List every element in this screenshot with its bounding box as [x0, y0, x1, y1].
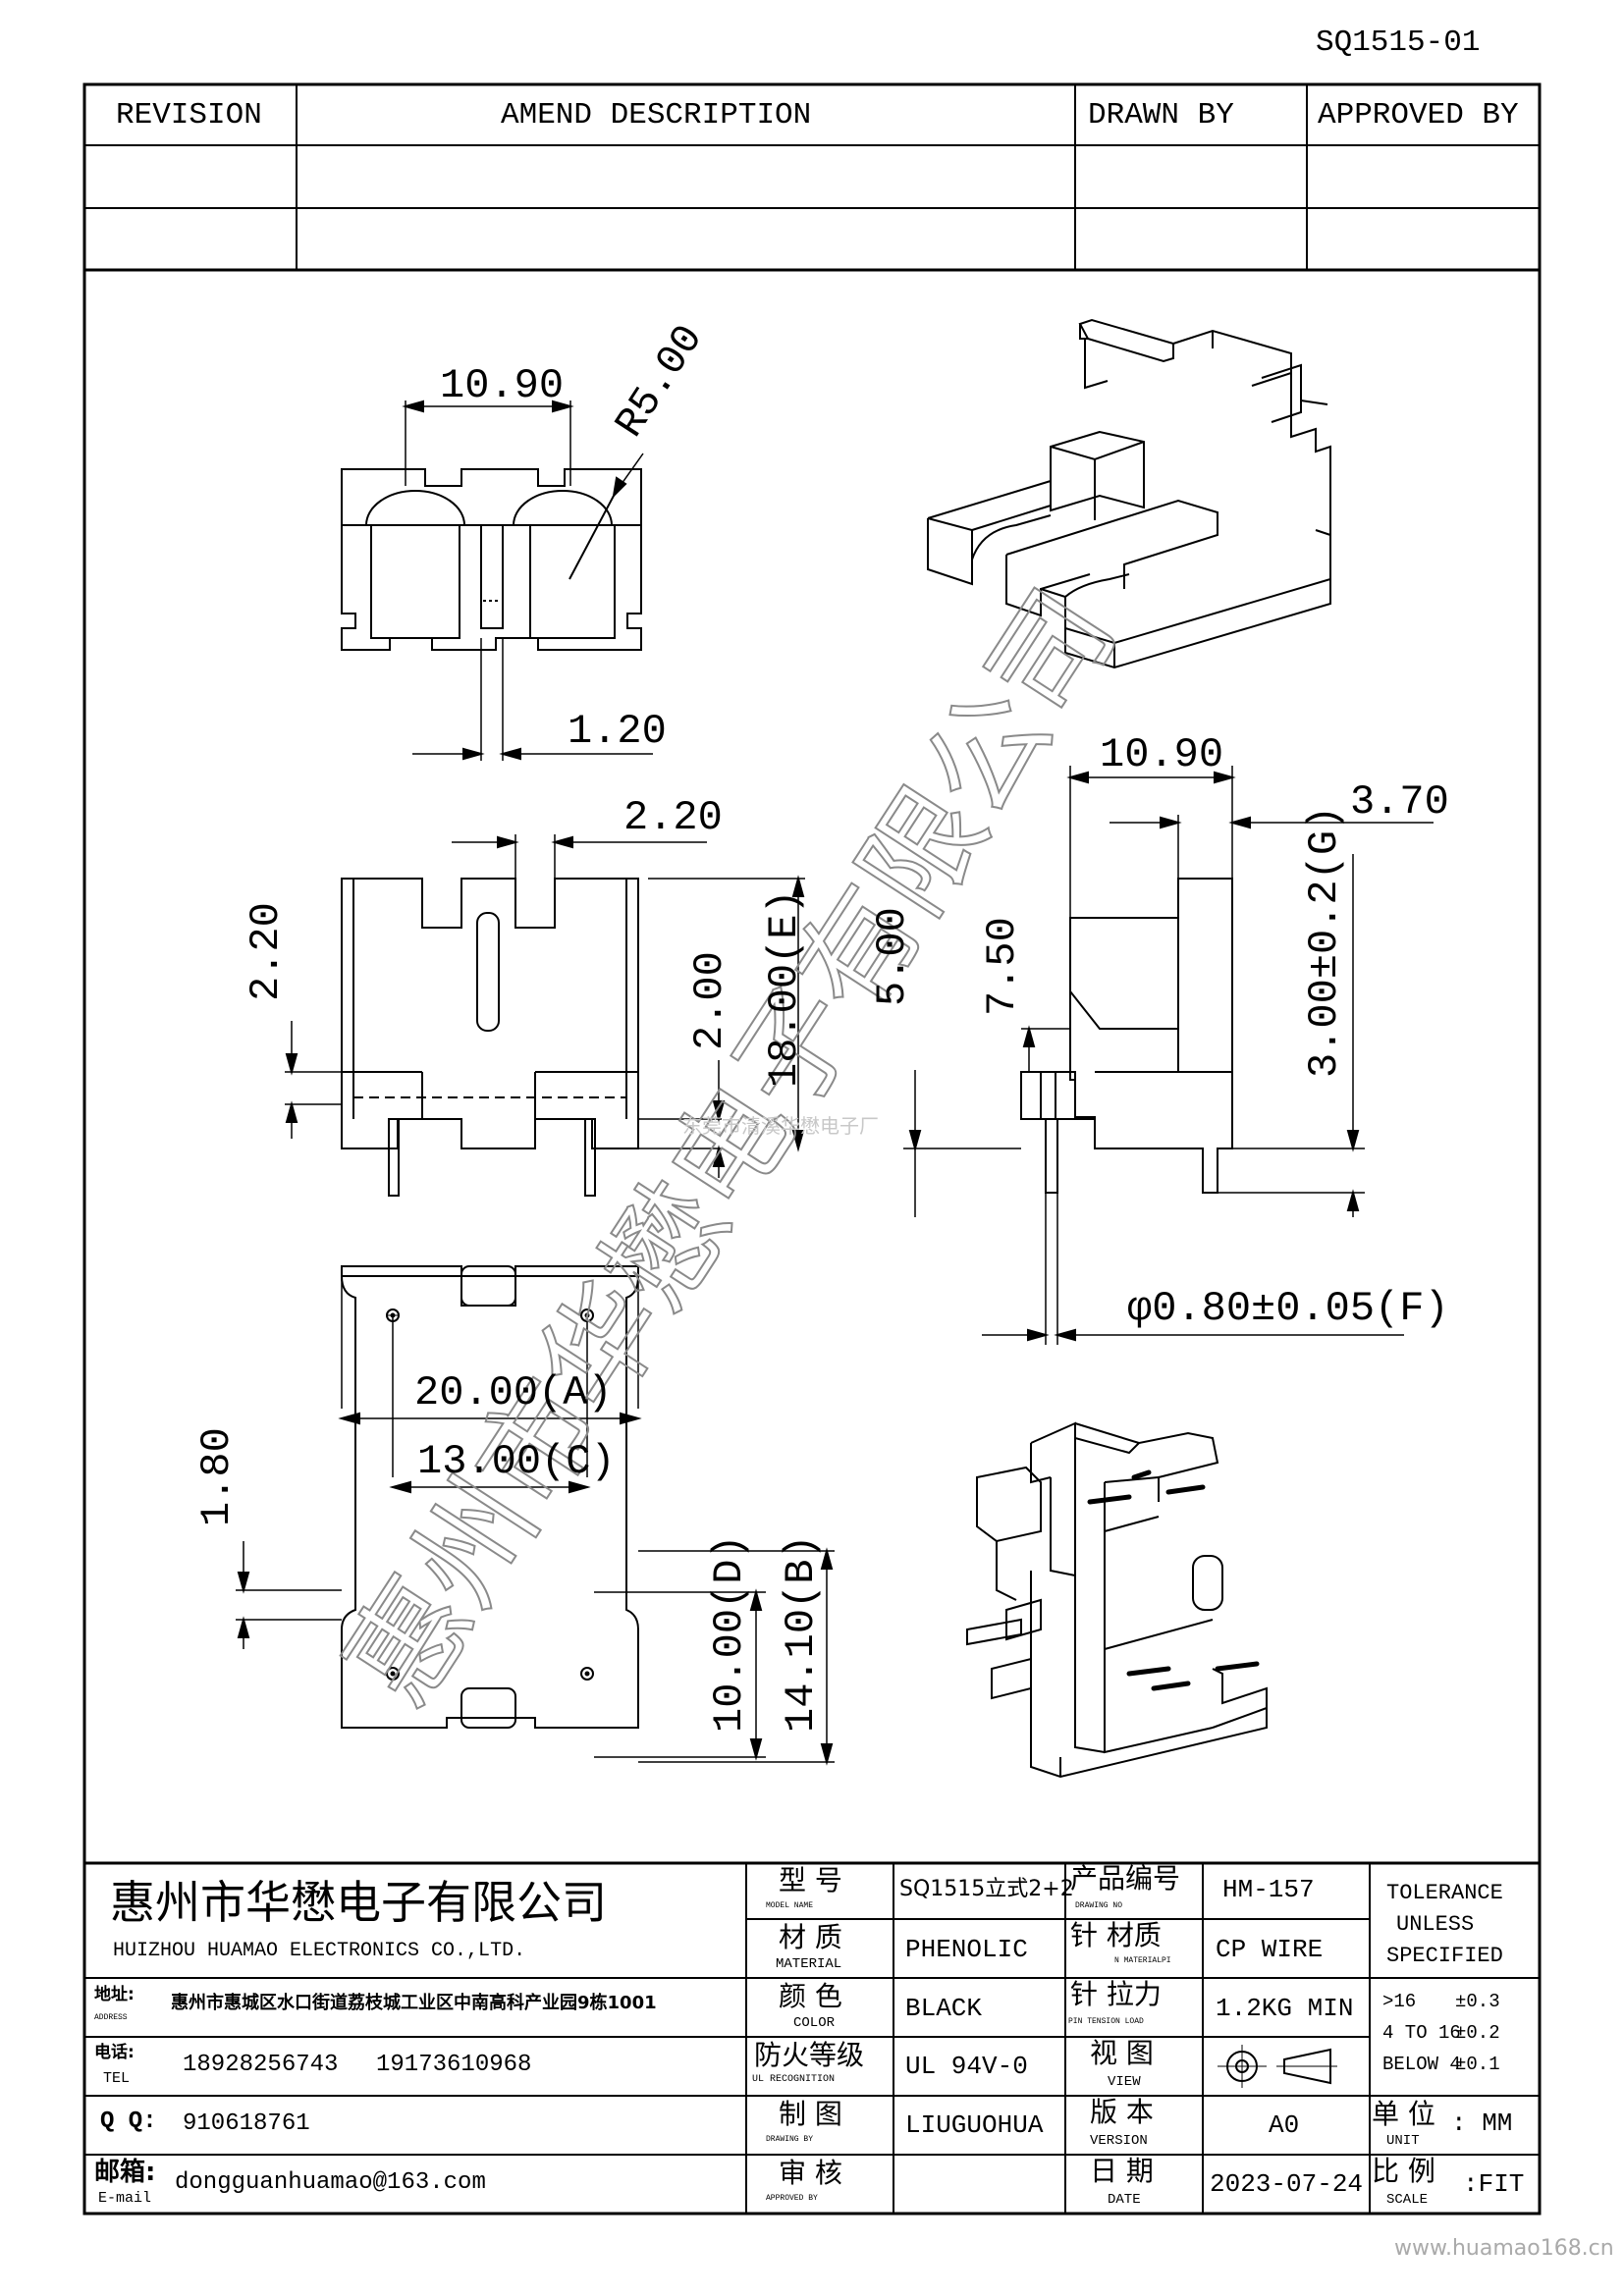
- dim-front-top-gap: 2.20: [623, 794, 723, 841]
- company-name-en: HUIZHOU HUAMAO ELECTRONICS CO.,LTD.: [113, 1940, 526, 1962]
- drawn-value: LIUGUOHUA: [905, 2110, 1044, 2140]
- drawn-label: 制 图: [779, 2098, 842, 2130]
- top-view: [341, 400, 653, 761]
- version-label: 版 本: [1090, 2096, 1154, 2128]
- drawn-label-en: DRAWING BY: [766, 2135, 814, 2144]
- tol-row3-range: BELOW 4: [1382, 2054, 1461, 2075]
- unit-label: 单 位: [1372, 2098, 1435, 2130]
- tol-row1-value: ±0.3: [1455, 1991, 1500, 2012]
- pin-material-value: CP WIRE: [1216, 1935, 1324, 1964]
- dim-bottom-pitch: 13.00(C): [417, 1438, 616, 1485]
- unit-value: : MM: [1451, 2109, 1513, 2138]
- tol-row2-range: 4 TO 16: [1382, 2022, 1461, 2044]
- dim-side-step: 7.50: [979, 917, 1026, 1016]
- pin-material-label: 针 材质: [1070, 1919, 1162, 1951]
- color-value: BLACK: [905, 1994, 983, 2023]
- view-label-en: VIEW: [1108, 2074, 1141, 2090]
- pin-material-label-en: N MATERIALPI: [1114, 1956, 1171, 1965]
- dim-front-height: 18.00(E): [761, 889, 808, 1088]
- dim-side-height: 5.00: [869, 907, 916, 1006]
- email-label: 邮箱:: [94, 2158, 156, 2187]
- product-no-label-en: DRAWING NO: [1075, 1901, 1123, 1910]
- tel-label-en: TEL: [103, 2070, 131, 2087]
- tel-value-2: 19173610968: [376, 2052, 532, 2078]
- watermark-url: www.huamao168.cn: [1394, 2236, 1614, 2261]
- pin-tension-label-en: PIN TENSION LOAD: [1068, 2017, 1144, 2026]
- fire-value: UL 94V-0: [905, 2052, 1028, 2081]
- tolerance-line-3: SPECIFIED: [1386, 1944, 1503, 1968]
- rev-header-revision: REVISION: [116, 98, 262, 133]
- dim-bottom-width: 20.00(A): [414, 1369, 613, 1416]
- color-label: 颜 色: [779, 1980, 842, 2012]
- check-label: 审 核: [779, 2157, 842, 2189]
- scale-label-en: SCALE: [1386, 2192, 1429, 2208]
- doc-number: SQ1515-01: [1316, 26, 1481, 60]
- material-value: PHENOLIC: [905, 1935, 1028, 1964]
- dim-side-width: 10.90: [1100, 731, 1224, 778]
- dim-side-pin: 3.00±0.2(G): [1301, 805, 1348, 1078]
- dim-bottom-pin-row: 10.00(D): [706, 1534, 753, 1733]
- color-label-en: COLOR: [793, 2015, 836, 2031]
- address-value: 惠州市惠城区水口街道荔枝城工业区中南高科产业园9栋1001: [171, 1993, 657, 2013]
- tel-label: 电话:: [94, 2043, 135, 2062]
- bottom-view: [236, 1265, 835, 1766]
- dim-bottom-depth: 14.10(B): [778, 1534, 825, 1733]
- qq-value: 910618761: [183, 2110, 310, 2137]
- company-name-cn: 惠州市华懋电子有限公司: [110, 1876, 607, 1929]
- model-value: SQ1515立式2+2: [899, 1877, 1074, 1901]
- pin-tension-value: 1.2KG MIN: [1216, 1994, 1354, 2023]
- dim-front-left-height: 2.20: [243, 902, 290, 1001]
- qq-label: Q Q:: [100, 2109, 157, 2135]
- dim-front-base: 2.00: [686, 951, 733, 1050]
- dim-top-width: 10.90: [440, 362, 565, 409]
- material-label-en: MATERIAL: [776, 1956, 842, 1972]
- side-view: [903, 766, 1434, 1345]
- sheet-border: [82, 82, 1542, 2216]
- rev-header-drawn-by: DRAWN BY: [1088, 98, 1234, 133]
- pin-tension-label: 针 拉力: [1070, 1978, 1162, 2010]
- unit-label-en: UNIT: [1386, 2133, 1420, 2149]
- scale-label: 比 例: [1372, 2155, 1435, 2187]
- product-no-label: 产品编号: [1070, 1862, 1181, 1895]
- tol-row3-value: ±0.1: [1455, 2054, 1500, 2075]
- address-label-en: ADDRESS: [94, 2013, 128, 2022]
- fire-label: 防火等级: [754, 2039, 865, 2071]
- date-value: 2023-07-24: [1210, 2169, 1364, 2199]
- tolerance-line-2: UNLESS: [1396, 1912, 1475, 1937]
- dim-bottom-edge: 1.80: [193, 1427, 241, 1526]
- iso-view-1: [927, 318, 1331, 669]
- model-label: 型 号: [779, 1864, 842, 1896]
- watermark-small-text: 东莞市清溪华懋电子厂: [682, 1114, 879, 1138]
- tel-value-1: 18928256743: [183, 2052, 339, 2078]
- dim-top-slot: 1.20: [568, 708, 667, 755]
- front-view: [285, 834, 805, 1197]
- iso-view-2: [966, 1421, 1268, 1779]
- version-value: A0: [1269, 2110, 1300, 2140]
- scale-value: :FIT: [1463, 2169, 1525, 2199]
- view-label: 视 图: [1090, 2037, 1154, 2069]
- dim-pin-diameter: φ0.80±0.05(F): [1127, 1285, 1449, 1332]
- title-block-lines: [84, 1861, 1540, 2214]
- product-no-value: HM-157: [1222, 1875, 1315, 1904]
- date-label-en: DATE: [1108, 2192, 1141, 2208]
- address-label: 地址:: [94, 1985, 135, 2004]
- tol-row1-range: >16: [1382, 1991, 1417, 2012]
- rev-header-description: AMEND DESCRIPTION: [501, 98, 812, 133]
- check-label-en: APPROVED BY: [766, 2194, 818, 2203]
- dim-side-offset: 3.70: [1350, 778, 1449, 826]
- revision-table-lines: [84, 84, 1540, 272]
- tolerance-line-1: TOLERANCE: [1386, 1881, 1503, 1905]
- model-label-en: MODEL NAME: [766, 1901, 814, 1910]
- rev-header-approved-by: APPROVED BY: [1318, 98, 1519, 133]
- email-value: dongguanhuamao@163.com: [175, 2169, 486, 2196]
- tol-row2-value: ±0.2: [1455, 2022, 1500, 2044]
- version-label-en: VERSION: [1090, 2133, 1148, 2149]
- material-label: 材 质: [779, 1921, 842, 1953]
- email-label-en: E-mail: [98, 2190, 152, 2207]
- date-label: 日 期: [1090, 2155, 1154, 2187]
- fire-label-en: UL RECOGNITION: [752, 2074, 836, 2085]
